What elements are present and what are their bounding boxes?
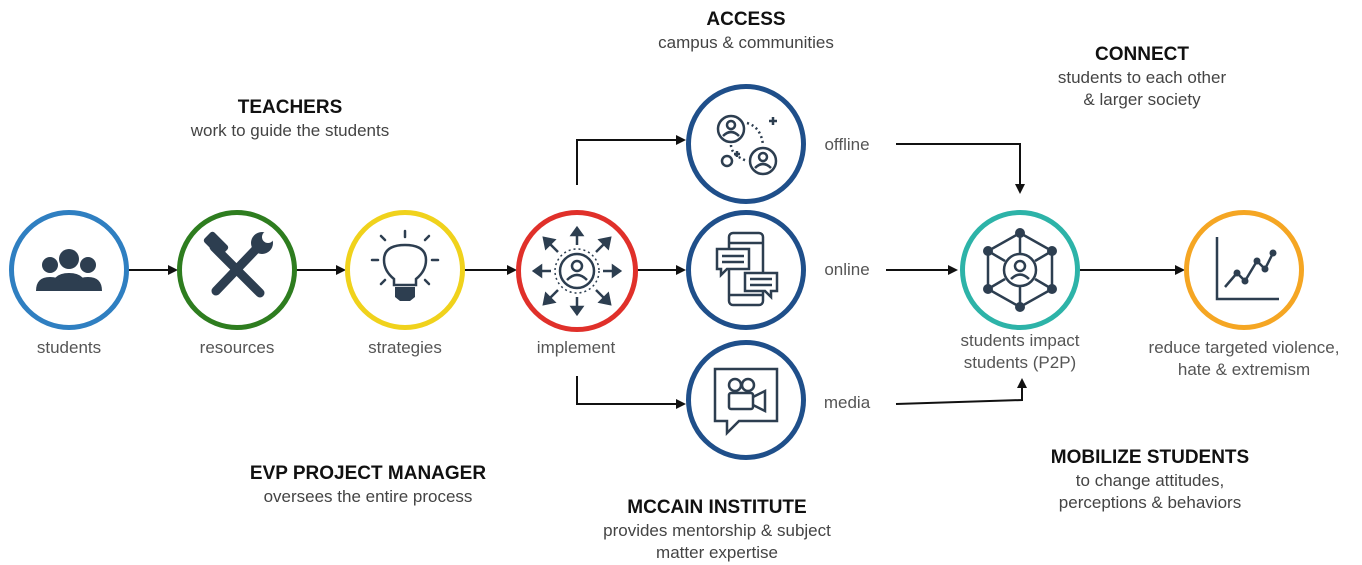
online-label: online — [824, 260, 870, 279]
heading-mobilize: MOBILIZE STUDENTS to change attitudes, p… — [1051, 446, 1249, 514]
heading-connect-sub1: students to each other — [1057, 68, 1227, 87]
arrow-offline-p2p — [896, 143, 1025, 194]
heading-connect-title: CONNECT — [1095, 44, 1189, 65]
trend-chart-icon — [1215, 237, 1279, 301]
heading-mccain-sub2: matter expertise — [656, 543, 778, 562]
tools-icon — [203, 231, 274, 298]
reduce-label-line1: reduce targeted violence, — [1148, 338, 1340, 357]
heading-evp-title: EVP PROJECT MANAGER — [249, 463, 487, 484]
devices-chat-icon — [715, 231, 779, 307]
arrow-implement-media — [576, 376, 686, 409]
heading-access: ACCESS campus & communities — [658, 8, 834, 54]
p2p-label: students impact students (P2P) — [960, 330, 1079, 374]
heading-mobilize-sub1: to change attitudes, — [1075, 471, 1225, 490]
arrow-implement-offline — [576, 135, 686, 185]
heading-mobilize-sub2: perceptions & behaviors — [1058, 493, 1242, 512]
heading-mccain-sub1: provides mentorship & subject — [603, 521, 831, 540]
heading-connect-sub2: & larger society — [1083, 90, 1201, 109]
resources-node — [177, 210, 297, 330]
online-node — [686, 210, 806, 330]
reduce-label: reduce targeted violence, hate & extremi… — [1149, 337, 1340, 381]
heading-mccain: MCCAIN INSTITUTE provides mentorship & s… — [603, 496, 831, 564]
lightbulb-icon — [370, 229, 440, 301]
heading-teachers: TEACHERS work to guide the students — [191, 96, 389, 142]
heading-teachers-title: TEACHERS — [237, 97, 343, 118]
reduce-label-line2: hate & extremism — [1177, 360, 1311, 379]
media-label: media — [823, 393, 871, 412]
students-label: students — [36, 338, 102, 357]
connect-people-icon — [716, 114, 778, 176]
strategies-label: strategies — [368, 338, 442, 357]
strategies-node — [345, 210, 465, 330]
implement-node — [516, 210, 638, 332]
heading-access-sub: campus & communities — [658, 33, 834, 52]
students-node — [9, 210, 129, 330]
video-chat-icon — [713, 367, 779, 437]
p2p-label-line2: students (P2P) — [963, 353, 1077, 372]
heading-evp-sub: oversees the entire process — [263, 487, 473, 506]
resources-label: resources — [199, 338, 275, 357]
offline-label: offline — [824, 135, 870, 154]
network-person-icon — [983, 228, 1057, 312]
heading-connect: CONNECT students to each other & larger … — [1058, 43, 1226, 111]
media-node — [686, 340, 806, 460]
implement-label: implement — [536, 338, 616, 357]
reduce-node — [1184, 210, 1304, 330]
heading-mccain-title: MCCAIN INSTITUTE — [627, 497, 807, 518]
heading-access-title: ACCESS — [706, 9, 786, 30]
heading-evp: EVP PROJECT MANAGER oversees the entire … — [250, 462, 486, 508]
heading-mobilize-title: MOBILIZE STUDENTS — [1050, 447, 1250, 468]
heading-teachers-sub: work to guide the students — [190, 121, 390, 140]
p2p-node — [960, 210, 1080, 330]
arrow-media-p2p — [895, 378, 1027, 405]
p2p-label-line1: students impact — [960, 331, 1080, 350]
people-icon — [36, 249, 102, 291]
expand-person-icon — [531, 225, 623, 317]
offline-node — [686, 84, 806, 204]
